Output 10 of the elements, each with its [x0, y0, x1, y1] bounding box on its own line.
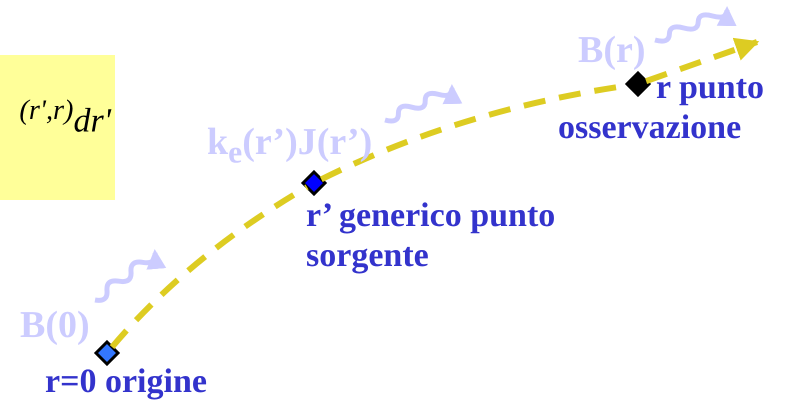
- dashed-arrow: [645, 38, 760, 84]
- dashed-path: [110, 184, 309, 350]
- point-caption: r’ generico punto sorgente: [306, 196, 556, 276]
- formula-box: [0, 55, 115, 200]
- point-marker: [94, 340, 120, 366]
- formula: $^{(r',r)}$dr': [19, 94, 112, 140]
- point-caption: r punto osservazione: [558, 69, 766, 148]
- point-marker: [300, 170, 328, 196]
- point-caption: r=0 origine: [45, 362, 208, 402]
- point-marker: [624, 70, 652, 98]
